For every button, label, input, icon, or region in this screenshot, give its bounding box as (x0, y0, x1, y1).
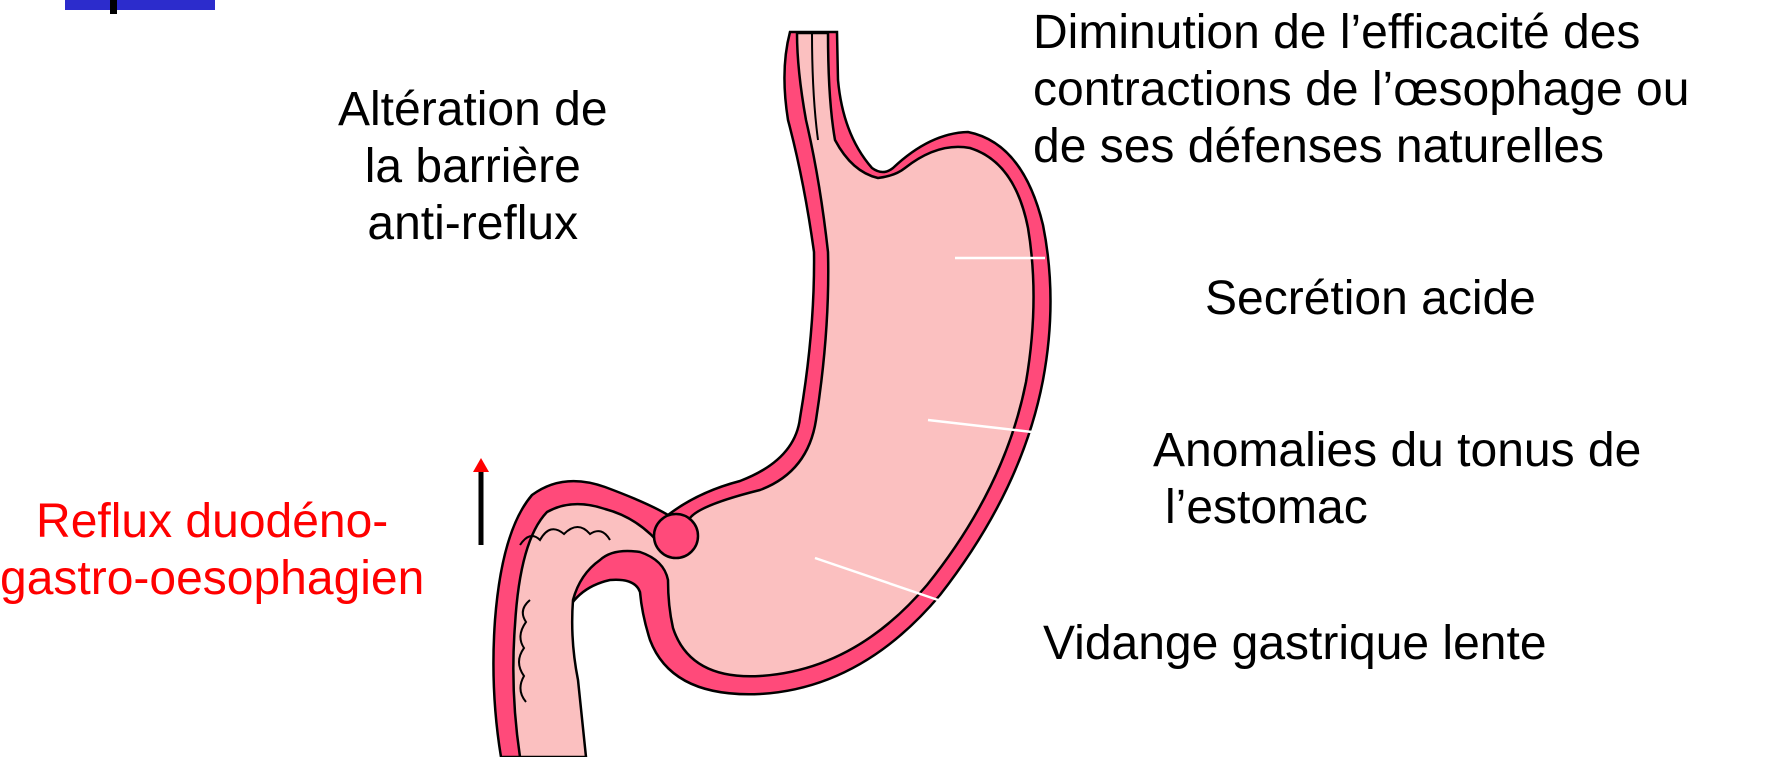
label-reflux-line-2: gastro-oesophagien (0, 550, 424, 607)
label-esophagus: Diminution de l’efficacité des contracti… (1033, 4, 1689, 175)
label-barrier: Altération de la barrière anti-reflux (338, 81, 608, 252)
label-esophagus-line-3: de ses défenses naturelles (1033, 118, 1689, 175)
arrow-head (473, 458, 489, 472)
label-barrier-line-2: la barrière (338, 138, 608, 195)
label-barrier-line-3: anti-reflux (338, 195, 608, 252)
label-tonus: Anomalies du tonus de l’estomac (1153, 422, 1641, 536)
label-barrier-line-1: Altération de (338, 81, 608, 138)
corner-accent-bar (110, 0, 117, 14)
label-emptying: Vidange gastrique lente (1043, 615, 1547, 672)
label-tonus-line-2: l’estomac (1153, 479, 1641, 536)
label-reflux-line-1: Reflux duodéno- (0, 493, 424, 550)
label-esophagus-line-1: Diminution de l’efficacité des (1033, 4, 1689, 61)
label-reflux: Reflux duodéno- gastro-oesophagien (0, 493, 424, 607)
label-acid-line: Secrétion acide (1205, 270, 1536, 327)
label-tonus-line-1: Anomalies du tonus de (1153, 422, 1641, 479)
label-esophagus-line-2: contractions de l’œsophage ou (1033, 61, 1689, 118)
label-emptying-line: Vidange gastrique lente (1043, 615, 1547, 672)
corner-accent (65, 0, 215, 10)
label-acid: Secrétion acide (1205, 270, 1536, 327)
pylorus (654, 514, 698, 558)
